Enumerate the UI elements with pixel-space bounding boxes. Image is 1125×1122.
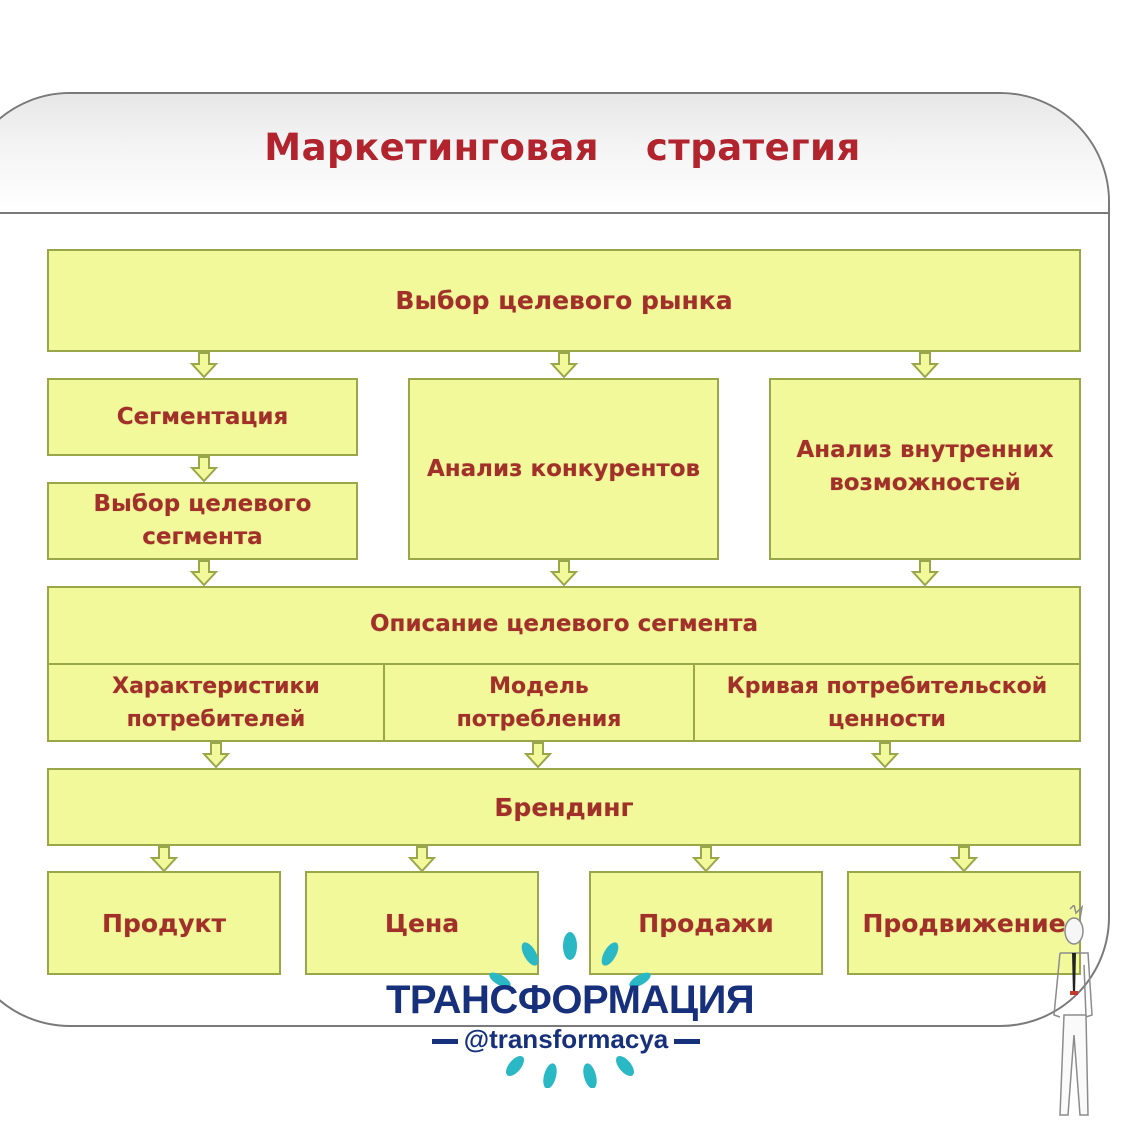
cell-value-curve-label: Кривая потребительской ценности xyxy=(726,674,1048,732)
box-segmentation: Сегментация xyxy=(47,378,358,456)
cell-value-curve: Кривая потребительской ценности xyxy=(693,663,1079,741)
down-arrow-icon xyxy=(949,846,979,872)
dash-right xyxy=(674,1038,701,1044)
box-product: Продукт xyxy=(47,871,281,975)
box-internal-analysis: Анализ внутренних возможностей xyxy=(769,378,1081,560)
box-sales: Продажи xyxy=(589,871,823,975)
dash-left xyxy=(431,1038,458,1044)
watermark-handle-row: @transformacya xyxy=(386,1022,746,1056)
header-band xyxy=(0,94,1108,214)
cell-consumer-characteristics-label: Характеристики потребителей xyxy=(112,674,320,732)
down-arrow-icon xyxy=(691,846,721,872)
box-segment-description-label: Описание целевого сегмента xyxy=(370,611,758,637)
box-competitor-analysis: Анализ конкурентов xyxy=(408,378,719,560)
down-arrow-icon xyxy=(149,846,179,872)
box-price: Цена xyxy=(305,871,539,975)
box-branding-label: Брендинг xyxy=(494,792,634,822)
down-arrow-icon xyxy=(189,560,219,586)
down-arrow-icon xyxy=(910,560,940,586)
down-arrow-icon xyxy=(407,846,437,872)
box-branding: Брендинг xyxy=(47,768,1081,846)
box-price-label: Цена xyxy=(384,908,460,938)
box-sales-label: Продажи xyxy=(638,908,774,938)
cell-consumption-model-label: Модель потребления xyxy=(456,674,622,732)
sunburst-icon xyxy=(489,932,651,1088)
diagram-title: Маркетинговая стратегия xyxy=(264,126,861,169)
box-target-segment-choice-label: Выбор целевого сегмента xyxy=(93,491,312,550)
down-arrow-icon xyxy=(201,742,231,768)
watermark-handle: @transformacya xyxy=(463,1024,669,1054)
watermark-name: ТРАНСФОРМАЦИЯ xyxy=(386,978,755,1022)
down-arrow-icon xyxy=(189,456,219,482)
watermark: ТРАНСФОРМАЦИЯ @transformacya xyxy=(386,978,755,1056)
down-arrow-icon xyxy=(549,352,579,378)
box-promotion: Продвижение xyxy=(847,871,1081,975)
cell-consumption-model: Модель потребления xyxy=(383,663,693,741)
box-target-market: Выбор целевого рынка xyxy=(47,249,1081,352)
down-arrow-icon xyxy=(910,352,940,378)
box-competitor-analysis-label: Анализ конкурентов xyxy=(426,455,701,482)
down-arrow-icon xyxy=(870,742,900,768)
down-arrow-icon xyxy=(523,742,553,768)
box-internal-analysis-label: Анализ внутренних возможностей xyxy=(796,437,1054,496)
person-figure-icon xyxy=(1053,905,1093,1116)
down-arrow-icon xyxy=(189,352,219,378)
down-arrow-icon xyxy=(549,560,579,586)
cell-consumer-characteristics: Характеристики потребителей xyxy=(49,663,383,741)
box-segmentation-label: Сегментация xyxy=(116,403,289,430)
box-target-market-label: Выбор целевого рынка xyxy=(395,286,733,315)
box-promotion-label: Продвижение xyxy=(862,908,1066,938)
box-target-segment-choice: Выбор целевого сегмента xyxy=(47,482,358,560)
box-product-label: Продукт xyxy=(102,908,226,938)
